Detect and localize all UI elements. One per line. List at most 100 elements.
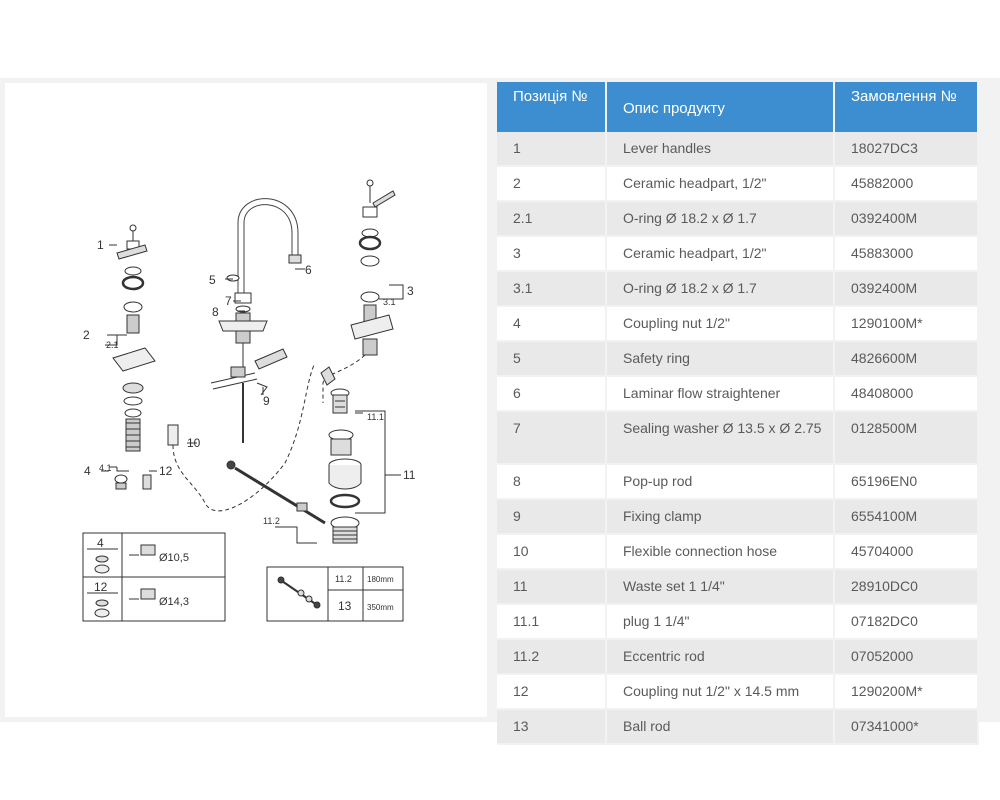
cell-description: Waste set 1 1/4" bbox=[607, 570, 835, 605]
inset-nut-row2-diameter: Ø14,3 bbox=[159, 596, 189, 608]
callout-1: 1 bbox=[97, 238, 104, 252]
cell-order-number: 18027DC3 bbox=[835, 132, 979, 167]
callout-3-1: 3.1 bbox=[383, 297, 396, 307]
cell-description: Fixing clamp bbox=[607, 500, 835, 535]
cell-description: Laminar flow straightener bbox=[607, 377, 835, 412]
inset-rod-row1-length: 180mm bbox=[367, 575, 394, 584]
cell-order-number: 28910DC0 bbox=[835, 570, 979, 605]
cell-description: Sealing washer Ø 13.5 x Ø 2.75 bbox=[607, 412, 835, 465]
cell-order-number: 0392400M bbox=[835, 272, 979, 307]
cell-order-number: 0128500M bbox=[835, 412, 979, 465]
callout-5: 5 bbox=[209, 273, 216, 287]
cell-order-number: 07182DC0 bbox=[835, 605, 979, 640]
cell-description: plug 1 1/4" bbox=[607, 605, 835, 640]
cell-description: Flexible connection hose bbox=[607, 535, 835, 570]
inset-rod-row1-number: 11.2 bbox=[335, 574, 352, 584]
cell-description: Pop-up rod bbox=[607, 465, 835, 500]
callout-4-1: 4.1 bbox=[99, 463, 112, 473]
cell-order-number: 65196EN0 bbox=[835, 465, 979, 500]
header-order-number: Замовлення № bbox=[835, 82, 979, 132]
cell-description: Coupling nut 1/2" x 14.5 mm bbox=[607, 675, 835, 710]
callout-6: 6 bbox=[305, 263, 312, 277]
cell-order-number: 0392400M bbox=[835, 202, 979, 237]
cell-order-number: 07341000* bbox=[835, 710, 979, 745]
callout-3: 3 bbox=[407, 284, 414, 298]
header-position: Позиція № bbox=[497, 82, 607, 132]
left-valve-assembly bbox=[112, 224, 316, 512]
inset-rod-row2-length: 350mm bbox=[367, 603, 394, 612]
cell-position: 11 bbox=[497, 570, 607, 605]
cell-position: 13 bbox=[497, 710, 607, 745]
inset-nut-row1-diameter: Ø10,5 bbox=[159, 552, 189, 564]
table-header-row: Позиція № Опис продукту Замовлення № bbox=[497, 82, 979, 132]
cell-order-number: 1290200M* bbox=[835, 675, 979, 710]
cell-description: Safety ring bbox=[607, 342, 835, 377]
callout-2: 2 bbox=[83, 328, 90, 342]
inset-rods: 11.2 13 180mm 350mm bbox=[266, 566, 404, 622]
header-description: Опис продукту bbox=[607, 82, 835, 132]
callout-12: 12 bbox=[159, 464, 173, 478]
cell-position: 10 bbox=[497, 535, 607, 570]
exploded-diagram-card: 1 2 2.1 4 4.1 12 10 5 6 7 8 9 3 3.1 11.1… bbox=[5, 83, 487, 717]
cell-order-number: 45883000 bbox=[835, 237, 979, 272]
cell-position: 3 bbox=[497, 237, 607, 272]
cell-description: Eccentric rod bbox=[607, 640, 835, 675]
cell-description: O-ring Ø 18.2 x Ø 1.7 bbox=[607, 272, 835, 307]
cell-position: 5 bbox=[497, 342, 607, 377]
cell-description: Ceramic headpart, 1/2" bbox=[607, 167, 835, 202]
cell-position: 2 bbox=[497, 167, 607, 202]
cell-position: 7 bbox=[497, 412, 607, 465]
cell-position: 8 bbox=[497, 465, 607, 500]
callout-7: 7 bbox=[225, 294, 232, 308]
cell-position: 11.2 bbox=[497, 640, 607, 675]
cell-order-number: 1290100M* bbox=[835, 307, 979, 342]
cell-order-number: 45704000 bbox=[835, 535, 979, 570]
inset-coupling-nuts: 4 12 Ø10,5 Ø14,3 bbox=[82, 532, 226, 622]
cell-description: O-ring Ø 18.2 x Ø 1.7 bbox=[607, 202, 835, 237]
callout-11-1: 11.1 bbox=[367, 412, 384, 422]
cell-order-number: 6554100M bbox=[835, 500, 979, 535]
callout-9: 9 bbox=[263, 394, 270, 408]
cell-position: 12 bbox=[497, 675, 607, 710]
exploded-parts-diagram: 1 2 2.1 4 4.1 12 10 5 6 7 8 9 3 3.1 11.1… bbox=[82, 179, 416, 622]
cell-position: 11.1 bbox=[497, 605, 607, 640]
inset-nut-row2-number: 12 bbox=[94, 580, 108, 594]
callout-4: 4 bbox=[84, 464, 91, 478]
callout-2-1: 2.1 bbox=[106, 340, 119, 350]
right-valve-assembly bbox=[320, 179, 396, 403]
cell-position: 6 bbox=[497, 377, 607, 412]
cell-description: Lever handles bbox=[607, 132, 835, 167]
cell-description: Ceramic headpart, 1/2" bbox=[607, 237, 835, 272]
cell-order-number: 07052000 bbox=[835, 640, 979, 675]
cell-order-number: 48408000 bbox=[835, 377, 979, 412]
callout-11: 11 bbox=[403, 468, 416, 482]
callout-10: 10 bbox=[187, 436, 201, 450]
cell-description: Ball rod bbox=[607, 710, 835, 745]
cell-position: 1 bbox=[497, 132, 607, 167]
content-panel: 1 2 2.1 4 4.1 12 10 5 6 7 8 9 3 3.1 11.1… bbox=[0, 78, 1000, 745]
callout-8: 8 bbox=[212, 305, 219, 319]
cell-description: Coupling nut 1/2" bbox=[607, 307, 835, 342]
cell-order-number: 45882000 bbox=[835, 167, 979, 202]
cell-position: 9 bbox=[497, 500, 607, 535]
callout-leaders bbox=[101, 244, 404, 544]
inset-nut-row1-number: 4 bbox=[97, 536, 104, 550]
cell-position: 2.1 bbox=[497, 202, 607, 237]
spout-assembly bbox=[210, 198, 302, 443]
waste-set-assembly bbox=[226, 388, 362, 544]
